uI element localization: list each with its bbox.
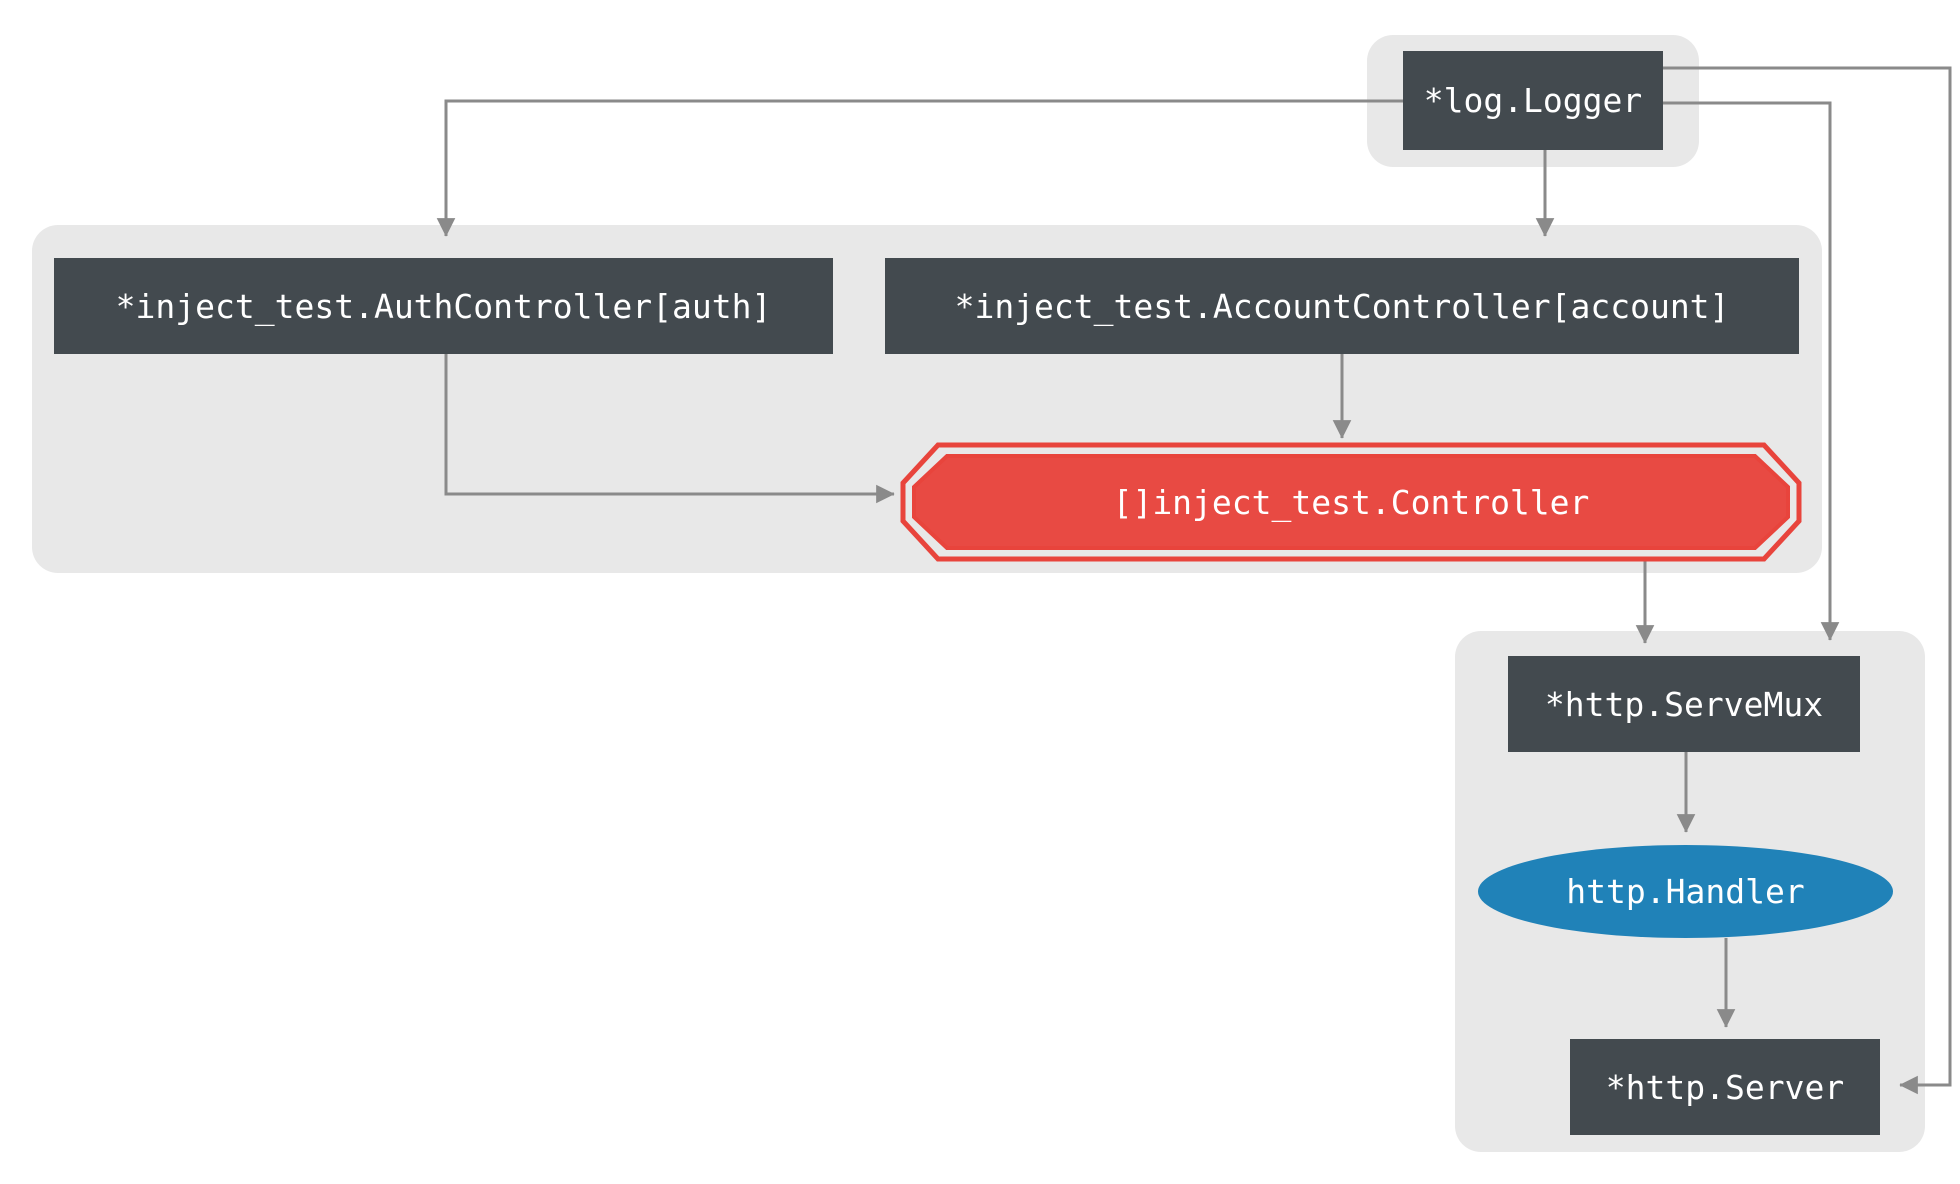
node-http-handler-label: http.Handler	[1566, 872, 1805, 911]
edge-logger-auth	[436, 99, 1403, 237]
node-log-logger-label: *log.Logger	[1423, 81, 1643, 120]
node-log-logger[interactable]: *log.Logger	[1403, 51, 1663, 150]
node-serve-mux[interactable]: *http.ServeMux	[1508, 656, 1860, 752]
node-account-controller-label: *inject_test.AccountController[account]	[954, 286, 1730, 326]
node-account-controller[interactable]: *inject_test.AccountController[account]	[885, 258, 1799, 354]
node-auth-controller[interactable]: *inject_test.AuthController[auth]	[54, 258, 833, 354]
node-http-handler[interactable]: http.Handler	[1478, 845, 1893, 938]
node-auth-controller-label: *inject_test.AuthController[auth]	[115, 286, 772, 326]
doubleoctagon-shape	[900, 442, 1802, 562]
node-controller-slice[interactable]: []inject_test.Controller	[898, 440, 1804, 564]
node-serve-mux-label: *http.ServeMux	[1544, 684, 1824, 724]
node-http-server[interactable]: *http.Server	[1570, 1039, 1880, 1135]
node-http-server-label: *http.Server	[1605, 1067, 1845, 1107]
